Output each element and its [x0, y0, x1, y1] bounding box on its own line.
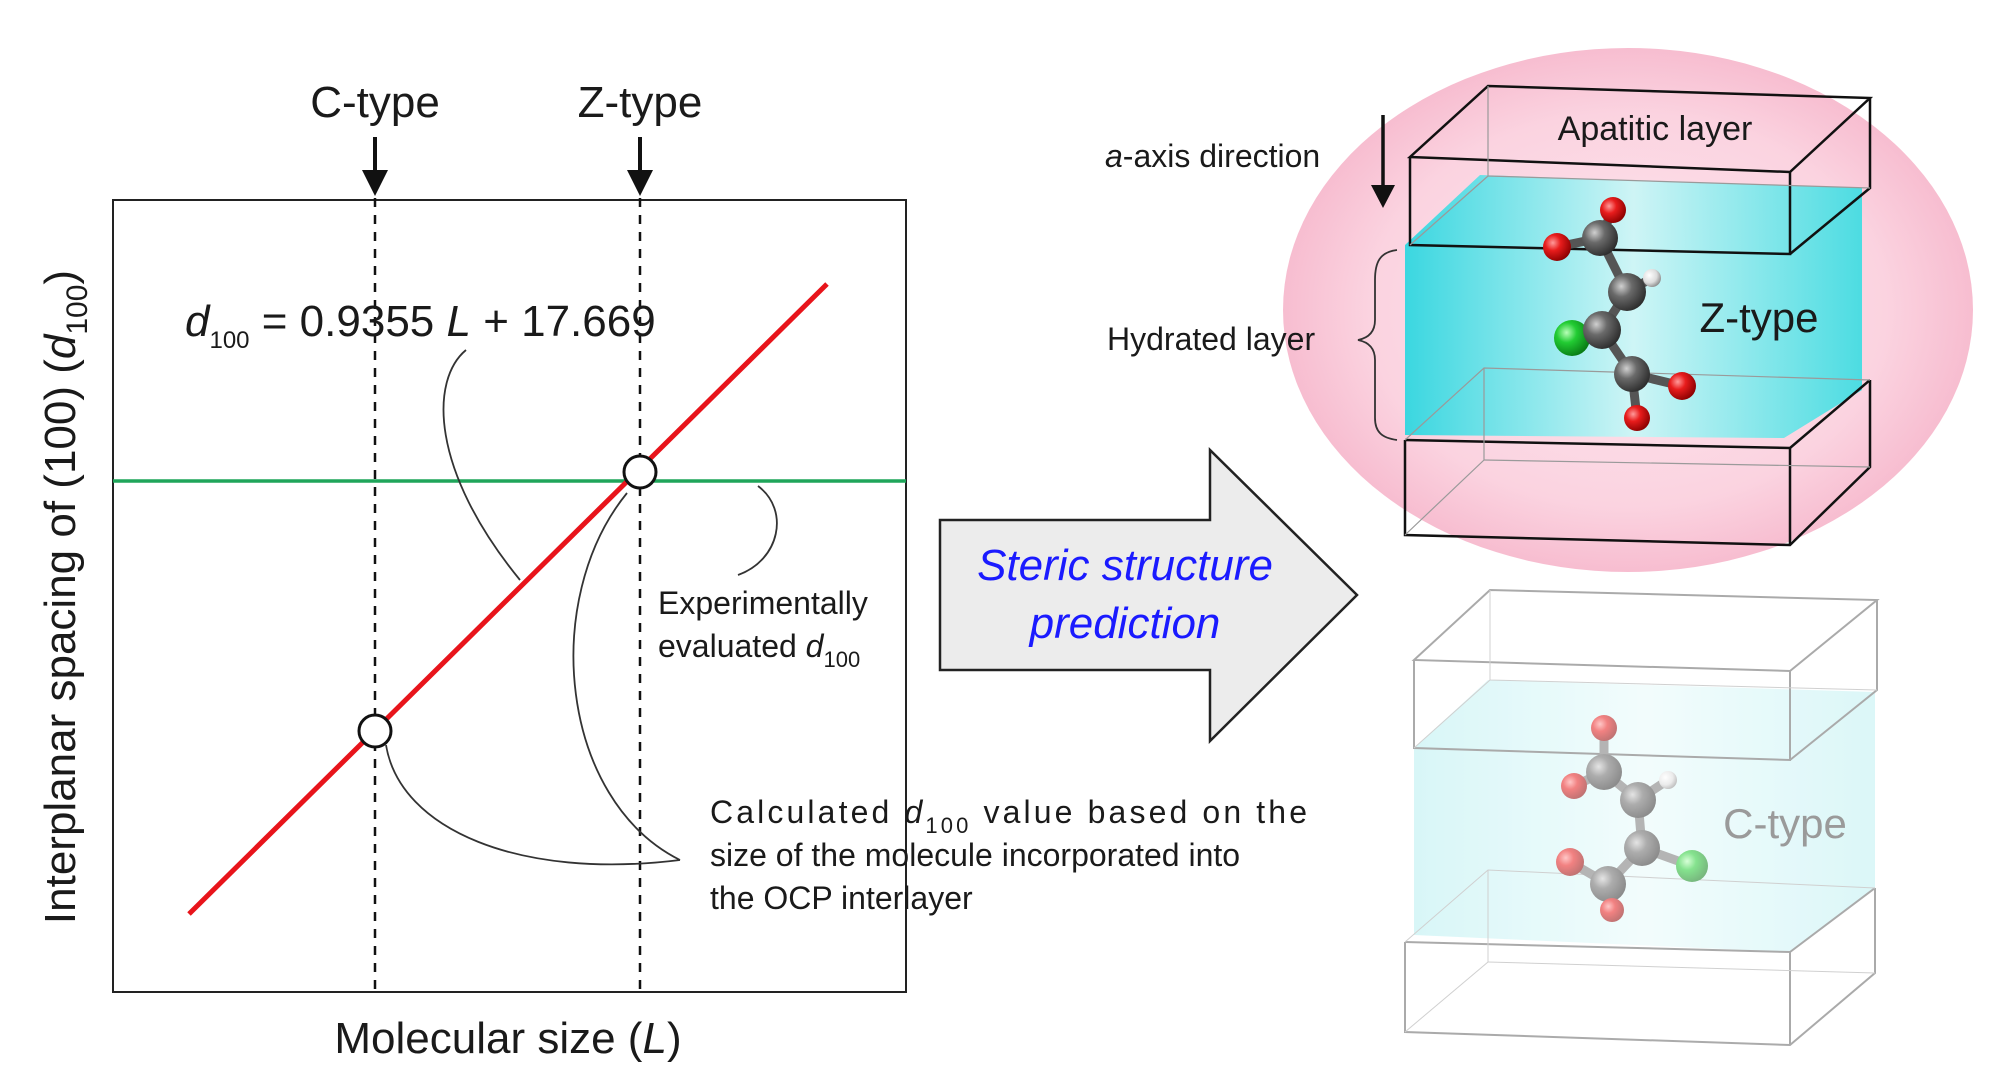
- prediction-text-line2: prediction: [1028, 599, 1221, 648]
- z-type-top-label: Z-type: [578, 78, 703, 127]
- z-type-top-box-hidden: [1409, 86, 1871, 246]
- carbon-atom: [1620, 782, 1656, 818]
- z-type-atoms: [1543, 197, 1696, 431]
- chart: C-type Z-type d100 = 0.9355 L + 17.669: [36, 78, 1307, 1063]
- z-type-label: Z-type: [1699, 294, 1818, 341]
- z-type-model: Z-type Apatitic layer a-axis direction H…: [1105, 48, 1973, 572]
- oxygen-atom: [1591, 715, 1617, 741]
- equation-leader: [442, 349, 521, 581]
- z-type-bottom-box: [1403, 379, 1872, 547]
- oxygen-atom: [1600, 898, 1624, 922]
- y-axis-label: Interplanar spacing of (100) (d100): [36, 270, 94, 924]
- hydrated-layer-label: Hydrated layer: [1107, 321, 1315, 357]
- experimental-annotation-line1: Experimentally: [658, 585, 868, 621]
- carbon-atom: [1582, 220, 1618, 256]
- z-type-point: [622, 454, 658, 490]
- z-type-bottom-box-hidden: [1404, 367, 1871, 536]
- x-axis-label: Molecular size (L): [334, 1014, 681, 1063]
- hydrogen-atom: [1659, 771, 1677, 789]
- c-type-label: C-type: [1723, 800, 1847, 847]
- oxygen-atom: [1556, 848, 1584, 876]
- calculated-leader-upper: [572, 492, 681, 861]
- c-type-top-box: [1411, 588, 1880, 762]
- c-type-model: [1404, 588, 1880, 1047]
- carbon-atom: [1590, 866, 1626, 902]
- experimental-leader: [737, 485, 778, 576]
- c-type-atoms: [1556, 715, 1708, 922]
- experimental-annotation-line2: evaluated d100: [658, 628, 860, 672]
- calculated-annotation-line2: size of the molecule incorporated into: [710, 837, 1240, 873]
- oxygen-atom: [1561, 773, 1587, 799]
- oxygen-atom: [1600, 197, 1626, 223]
- chlorine-atom: [1554, 320, 1590, 356]
- carbon-atom: [1586, 754, 1622, 790]
- c-type-bottom-box: [1404, 869, 1876, 1047]
- c-type-point: [357, 713, 393, 749]
- carbon-atom: [1608, 273, 1646, 311]
- oxygen-atom: [1668, 372, 1696, 400]
- a-axis-label: a-axis direction: [1105, 138, 1320, 174]
- plot-frame: [112, 199, 907, 993]
- z-type-down-arrow: [627, 137, 653, 196]
- c-type-top-label: C-type: [310, 78, 440, 127]
- apatitic-layer-label: Apatitic layer: [1558, 110, 1753, 148]
- fit-equation: d100 = 0.9355 L + 17.669: [185, 297, 656, 354]
- hydrogen-atom: [1643, 269, 1661, 287]
- oxygen-atom: [1543, 233, 1571, 261]
- a-axis-arrow: [1371, 115, 1395, 208]
- fit-line: [187, 282, 829, 916]
- hydrated-layer-brace: [1357, 249, 1398, 441]
- chlorine-atom: [1676, 850, 1708, 882]
- prediction-text-line1: Steric structure: [977, 541, 1273, 590]
- carbon-atom: [1614, 356, 1650, 392]
- calculated-leader-lower: [385, 744, 681, 866]
- carbon-atom: [1624, 830, 1660, 866]
- carbon-atom: [1583, 311, 1621, 349]
- oxygen-atom: [1624, 405, 1650, 431]
- c-type-down-arrow: [362, 137, 388, 196]
- calculated-annotation-line3: the OCP interlayer: [710, 880, 973, 916]
- prediction-arrow: Steric structure prediction: [938, 447, 1359, 745]
